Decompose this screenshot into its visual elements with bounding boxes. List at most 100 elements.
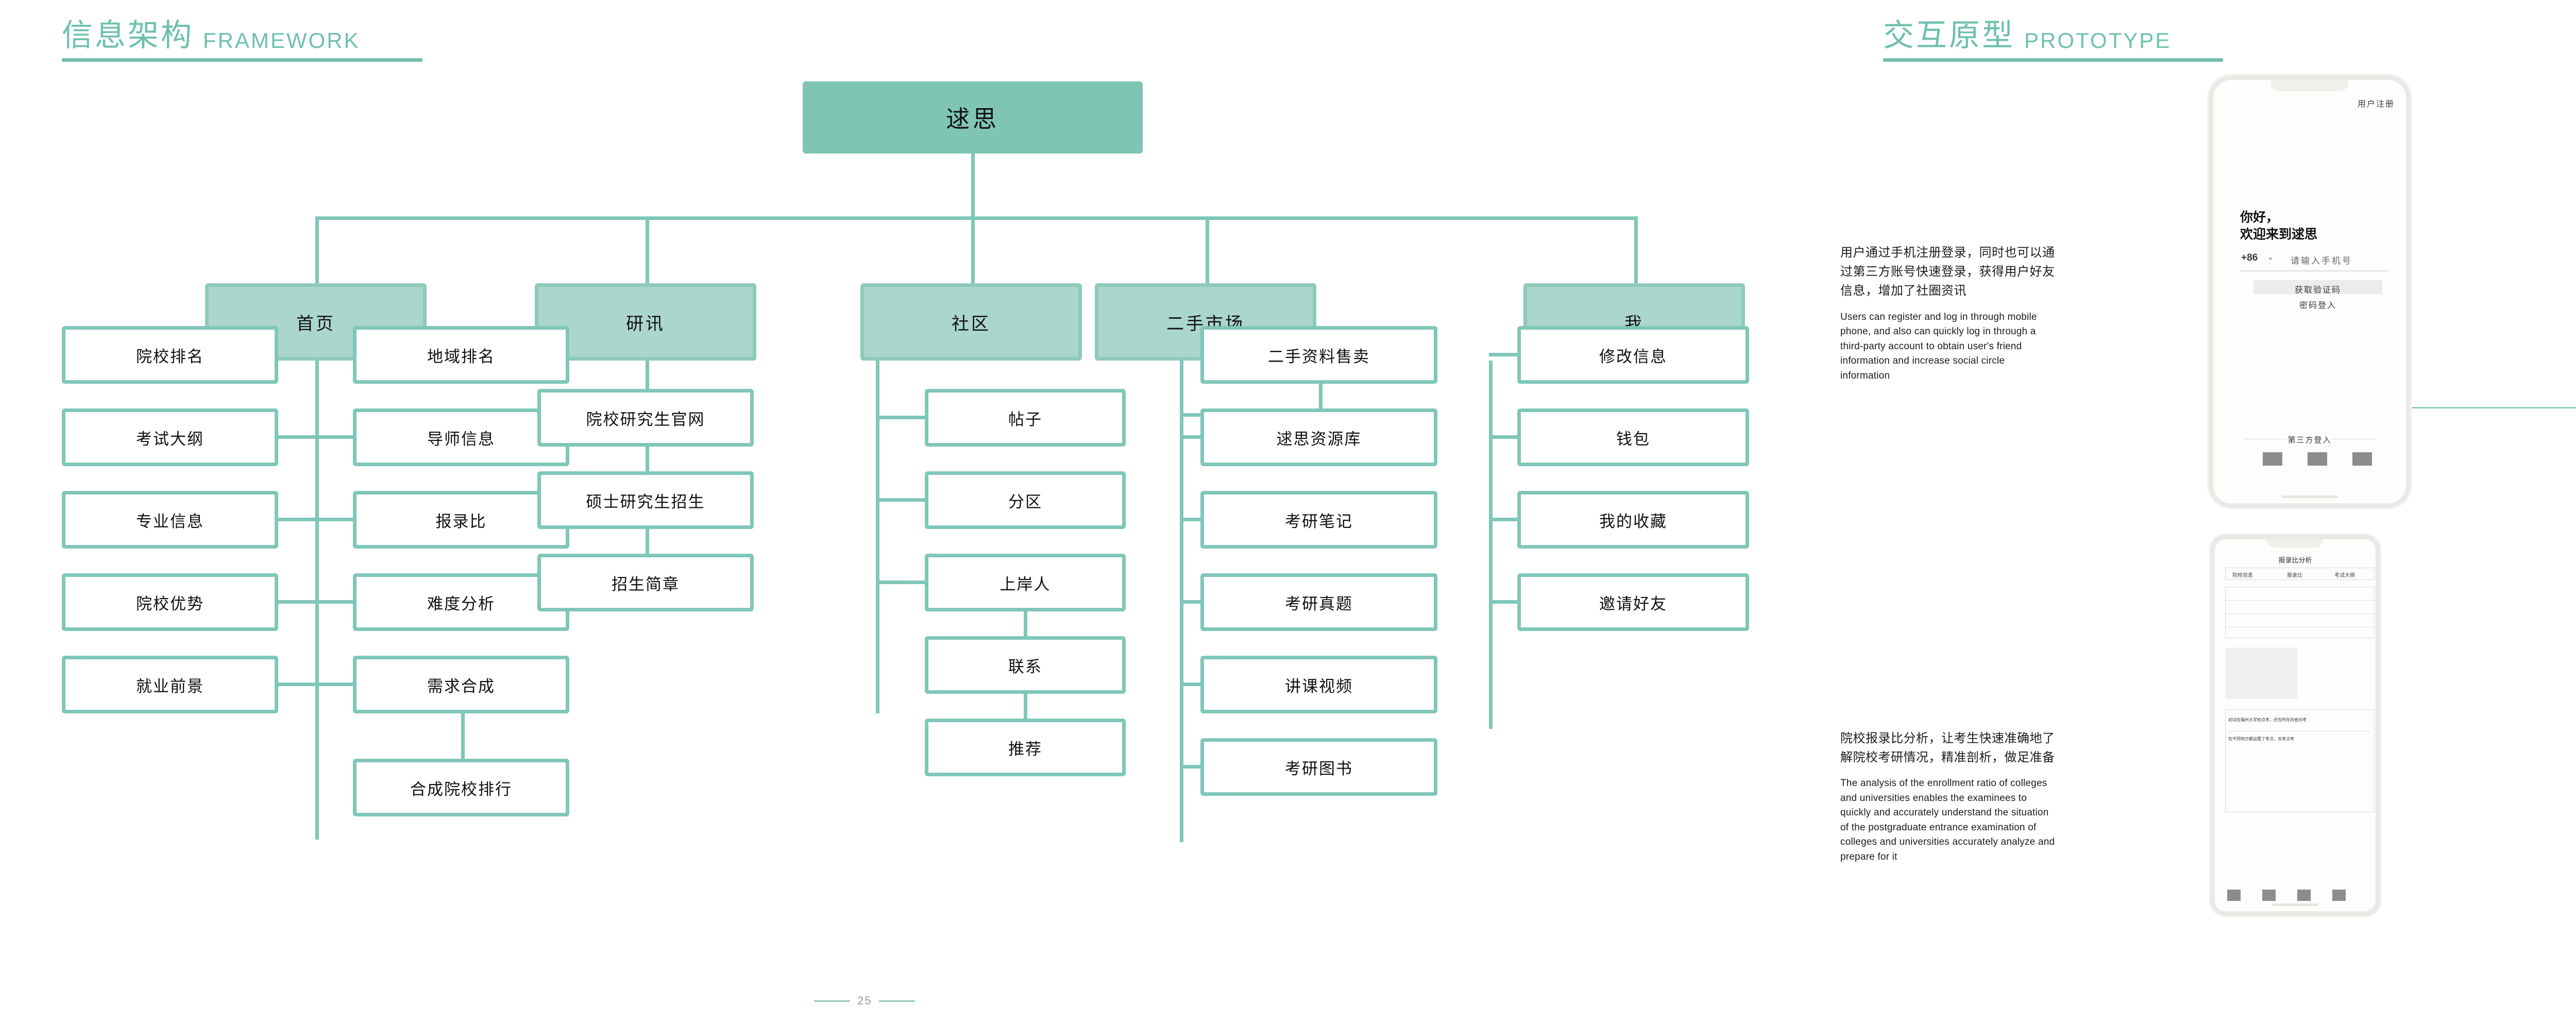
leaf-mkt-5-link <box>1180 765 1203 769</box>
leaf-mkt-0[interactable]: 二手资料售卖 <box>1200 326 1437 384</box>
leaf-home-b-2[interactable]: 报录比 <box>353 491 569 549</box>
leaf-comm-3[interactable]: 联系 <box>925 636 1126 694</box>
page-number-left-value: 25 <box>857 994 872 1007</box>
leaf-me-1[interactable]: 钱包 <box>1517 408 1749 466</box>
information-architecture-tree: 逑思 首页 研讯 社区 二手市场 我 院校排名 考试大纲 专业信息 院校优势 就… <box>0 67 1814 974</box>
leaf-home-a-1[interactable]: 考试大纲 <box>62 408 278 466</box>
leaf-home-b-2-link <box>315 518 355 521</box>
ratio-tabbar <box>2225 568 2375 580</box>
phone-login[interactable]: 用户注册 你好， 欢迎来到逑思 +86 ⌄ 请输入手机号 获取验证码 密码登入 … <box>2209 75 2411 508</box>
caption-ratio: 院校报录比分析，让考生快速准确地了解院校考研情况，精准剖析，做足准备 The a… <box>1840 729 2057 864</box>
ratio-title: 报录比分析 <box>2278 556 2312 564</box>
leaf-home-a-3[interactable]: 院校优势 <box>62 573 278 631</box>
leaf-mkt-1[interactable]: 逑思资源库 <box>1200 408 1437 466</box>
login-phone-input[interactable]: 请输入手机号 <box>2291 256 2352 266</box>
branch-node-news[interactable]: 研讯 <box>535 283 756 361</box>
leaf-me-3[interactable]: 邀请好友 <box>1517 573 1749 631</box>
prototype-title-en: PROTOTYPE <box>2024 28 2172 53</box>
leaf-mkt-5[interactable]: 考研图书 <box>1200 738 1437 796</box>
connector-login-to-home <box>2385 407 2576 408</box>
leaf-mkt-2[interactable]: 考研笔记 <box>1200 491 1437 549</box>
leaf-comm-4[interactable]: 推荐 <box>925 719 1126 776</box>
leaf-home-b-5-stem <box>461 713 465 759</box>
market-drop <box>1319 384 1323 415</box>
leaf-comm-1[interactable]: 分区 <box>925 471 1126 529</box>
login-third-party-label: 第三方登入 <box>2287 436 2332 445</box>
leaf-home-b-0[interactable]: 地域排名 <box>353 326 569 384</box>
leaf-home-a-3-link <box>278 600 317 604</box>
leaf-comm-1-link <box>876 498 927 502</box>
level1-bus <box>315 216 1637 220</box>
leaf-news-1[interactable]: 硕士研究生招生 <box>537 471 754 529</box>
leaf-comm-4-stem <box>1024 694 1027 719</box>
ratio-table-row-1 <box>2225 600 2375 601</box>
ratio-tab-2[interactable]: 考试大纲 <box>2334 573 2355 578</box>
leaf-news-2[interactable]: 招生简章 <box>537 554 754 611</box>
branch-stem-0 <box>315 216 319 283</box>
leaf-home-a-1-link <box>278 435 317 439</box>
prototype-title-cn: 交互原型 <box>1883 18 2015 53</box>
leaf-home-b-5[interactable]: 合成院校排行 <box>353 759 569 816</box>
leaf-mkt-4[interactable]: 讲课视频 <box>1200 656 1437 713</box>
caption-login: 用户通过手机注册登录，同时也可以通过第三方账号快速登录，获得用户好友信息，增加了… <box>1840 243 2057 383</box>
ratio-tab-0[interactable]: 院校信息 <box>2232 573 2253 578</box>
ratio-screen: 报录比分析 院校信息 报录比 考试大纲 初试在福州大学校点考，还在所在的省份考 … <box>2215 539 2376 911</box>
prototype-panel: 交互原型 PROTOTYPE 用户注册 你好， 欢迎来到逑思 +86 ⌄ 请输入手… <box>1814 0 2576 1023</box>
leaf-home-b-4[interactable]: 需求合成 <box>353 656 569 713</box>
ratio-note-1: 在不同地方都设置了考点，去考点考 <box>2228 737 2294 741</box>
framework-title-cn: 信息架构 <box>62 18 194 53</box>
leaf-home-a-2[interactable]: 专业信息 <box>62 491 278 549</box>
ratio-tabbar-icon-3[interactable] <box>2332 890 2346 901</box>
login-password-link[interactable]: 密码登入 <box>2299 301 2336 310</box>
framework-underline <box>62 58 422 62</box>
branch-stem-4 <box>1634 216 1638 283</box>
leaf-comm-0-link <box>876 416 927 419</box>
leaf-me-2-link <box>1489 518 1520 521</box>
me-spine <box>1489 361 1493 729</box>
caption-ratio-zh: 院校报录比分析，让考生快速准确地了解院校考研情况，精准剖析，做足准备 <box>1840 731 2055 765</box>
login-phone-underline <box>2240 270 2388 271</box>
leaf-home-a-0[interactable]: 院校排名 <box>62 326 278 384</box>
news-stem-2 <box>646 529 649 554</box>
chevron-down-icon[interactable]: ⌄ <box>2267 253 2274 262</box>
branch-node-community[interactable]: 社区 <box>860 283 1082 361</box>
leaf-news-0[interactable]: 院校研究生官网 <box>537 389 754 447</box>
page-number-left: 25 <box>814 994 916 1008</box>
news-stem-0 <box>646 361 649 389</box>
ratio-tabbar-icon-2[interactable] <box>2297 890 2311 901</box>
leaf-me-1-link <box>1489 435 1520 439</box>
leaf-mkt-3[interactable]: 考研真题 <box>1200 573 1437 631</box>
leaf-comm-0[interactable]: 帖子 <box>925 389 1126 447</box>
ratio-table <box>2225 587 2375 638</box>
third-party-icon-qq[interactable] <box>2308 452 2327 466</box>
leaf-comm-2[interactable]: 上岸人 <box>925 554 1126 611</box>
leaf-comm-2-link <box>876 581 927 584</box>
leaf-me-2[interactable]: 我的收藏 <box>1517 491 1749 549</box>
framework-header: 信息架构 FRAMEWORK <box>62 10 422 62</box>
branch-stem-2 <box>971 216 975 283</box>
ratio-tabbar-icon-1[interactable] <box>2262 890 2276 901</box>
leaf-home-b-3[interactable]: 难度分析 <box>353 573 569 631</box>
branch-stem-3 <box>1206 216 1209 283</box>
phone-ratio[interactable]: 报录比分析 院校信息 报录比 考试大纲 初试在福州大学校点考，还在所在的省份考 … <box>2210 535 2380 916</box>
third-party-icon-wechat[interactable] <box>2263 452 2282 466</box>
login-get-code-button[interactable] <box>2253 280 2382 294</box>
page-dash-left <box>814 1000 850 1002</box>
branch-stem-1 <box>646 216 649 283</box>
tree-root-node[interactable]: 逑思 <box>803 81 1143 154</box>
prototype-underline <box>1883 58 2223 62</box>
leaf-me-0[interactable]: 修改信息 <box>1517 326 1749 384</box>
leaf-mkt-4-link <box>1180 683 1203 686</box>
ratio-tab-1[interactable]: 报录比 <box>2287 573 2302 578</box>
phone-home-indicator <box>2272 903 2318 906</box>
framework-title-en: FRAMEWORK <box>203 28 360 53</box>
leaf-home-a-4[interactable]: 就业前景 <box>62 656 278 713</box>
third-party-icon-weibo[interactable] <box>2352 452 2372 466</box>
leaf-home-b-1-link <box>315 435 355 439</box>
ratio-tabbar-icon-0[interactable] <box>2227 890 2241 901</box>
phone-notch <box>2267 539 2324 548</box>
leaf-home-b-1[interactable]: 导师信息 <box>353 408 569 466</box>
phone-home-indicator <box>2281 496 2338 498</box>
login-country-code[interactable]: +86 <box>2241 252 2258 263</box>
